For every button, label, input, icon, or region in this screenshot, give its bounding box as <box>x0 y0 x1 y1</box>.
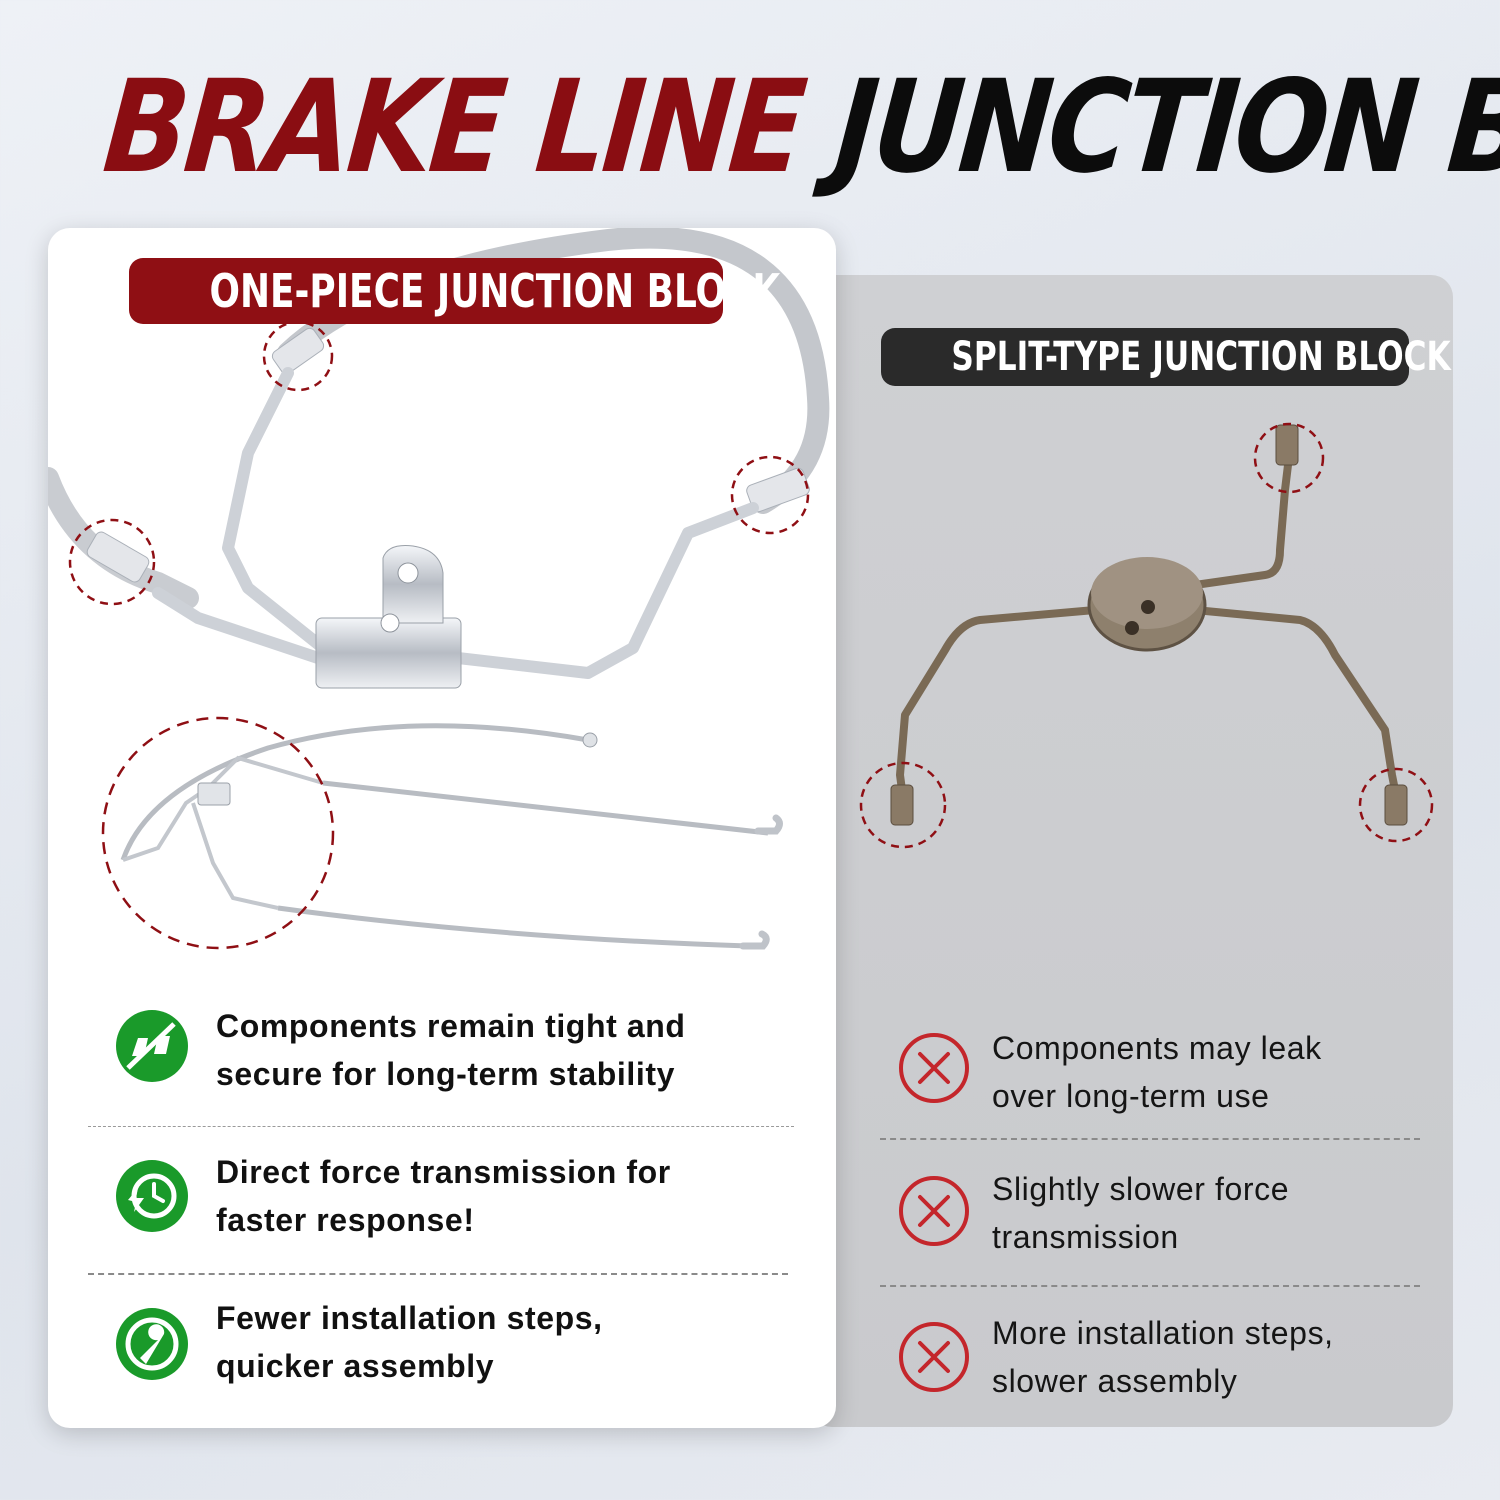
hose-end-fitting <box>754 814 783 835</box>
cross-circle-icon <box>899 1033 969 1103</box>
highlight-circle <box>859 761 947 849</box>
wrench-assembly-icon <box>116 1308 188 1380</box>
feature-item: Direct force transmission for faster res… <box>114 1154 671 1244</box>
hose-fitting <box>746 467 810 513</box>
split-type-badge-label: SPLIT-TYPE JUNCTION BLOCK <box>951 334 1451 380</box>
rusty-tube <box>1191 606 1399 794</box>
junction-block-tab <box>382 545 444 624</box>
split-type-junction-illustration <box>859 422 1434 849</box>
page-headline: BRAKE LINE JUNCTION BLOCK <box>98 53 1500 202</box>
braided-hose <box>322 780 769 836</box>
chrome-tube <box>452 502 759 679</box>
highlight-circle <box>1358 767 1434 843</box>
feature-text: Components may leak over long-term use <box>992 1024 1322 1120</box>
feature-line: Slightly slower force <box>992 1171 1290 1207</box>
braided-hose <box>277 905 749 949</box>
hose-fitting <box>271 327 325 375</box>
rusty-fitting <box>890 784 914 826</box>
chrome-tube <box>122 755 324 862</box>
one-piece-badge-label: ONE-PIECE JUNCTION BLOCK <box>209 264 781 318</box>
feature-line: slower assembly <box>992 1363 1238 1399</box>
block-hole <box>397 562 419 584</box>
feature-line: over long-term use <box>992 1078 1270 1114</box>
chrome-tube <box>152 587 324 664</box>
feature-line: faster response! <box>216 1202 475 1238</box>
feature-line: Components remain tight and <box>216 1008 686 1044</box>
cross-circle-icon <box>899 1322 969 1392</box>
hose-end-fitting <box>582 732 598 748</box>
feature-line: quicker assembly <box>216 1348 495 1384</box>
hose-end-fitting <box>739 930 770 950</box>
rusty-fitting <box>1275 424 1299 466</box>
highlight-circle <box>1253 422 1325 494</box>
braided-hose <box>48 467 199 609</box>
fast-response-clock-icon <box>116 1160 188 1232</box>
divider <box>88 1273 788 1275</box>
cross-circle-icon <box>899 1176 969 1246</box>
feature-line: Components may leak <box>992 1030 1322 1066</box>
feature-line: transmission <box>992 1219 1179 1255</box>
feature-item: Slightly slower force transmission <box>896 1171 1289 1261</box>
feature-item: Components remain tight and secure for l… <box>114 1008 686 1098</box>
block-hole <box>1125 621 1139 635</box>
feature-text: Components remain tight and secure for l… <box>216 1002 686 1098</box>
rusty-tube <box>896 606 1099 794</box>
junction-block <box>197 782 231 806</box>
one-piece-panel: ONE-PIECE JUNCTION BLOCK Components rema… <box>48 228 836 1428</box>
feature-item: More installation steps, slower assembly <box>896 1315 1334 1405</box>
braided-hose <box>120 723 589 861</box>
highlight-circle <box>730 455 810 535</box>
highlight-circle <box>68 518 156 606</box>
highlight-circle <box>101 716 335 950</box>
split-type-panel: SPLIT-TYPE JUNCTION BLOCK Components may… <box>810 275 1453 1427</box>
one-piece-badge: ONE-PIECE JUNCTION BLOCK <box>129 258 780 324</box>
divider <box>880 1285 1420 1287</box>
block-hole <box>380 613 400 633</box>
feature-line: Fewer installation steps, <box>216 1300 603 1336</box>
headline-part-red: BRAKE LINE <box>98 53 809 202</box>
feature-text: More installation steps, slower assembly <box>992 1309 1334 1405</box>
feature-text: Fewer installation steps, quicker assemb… <box>216 1294 603 1390</box>
feature-text: Direct force transmission for faster res… <box>216 1148 671 1244</box>
feature-item: Fewer installation steps, quicker assemb… <box>114 1300 603 1390</box>
no-leak-check-icon <box>116 1010 188 1082</box>
feature-item: Components may leak over long-term use <box>896 1030 1322 1120</box>
hose-fitting <box>86 531 150 583</box>
divider <box>880 1138 1420 1140</box>
block-hole <box>1141 600 1155 614</box>
rusty-tube <box>1191 461 1292 589</box>
headline-part-black: JUNCTION BLOCK <box>829 53 1500 202</box>
chrome-tube <box>191 802 279 910</box>
rusty-fitting <box>1384 784 1408 826</box>
feature-line: More installation steps, <box>992 1315 1334 1351</box>
split-type-badge: SPLIT-TYPE JUNCTION BLOCK <box>881 328 1451 386</box>
feature-line: secure for long-term stability <box>216 1056 675 1092</box>
feature-text: Slightly slower force transmission <box>992 1165 1289 1261</box>
feature-line: Direct force transmission for <box>216 1154 671 1190</box>
chrome-tube <box>222 367 329 654</box>
divider <box>88 1126 794 1127</box>
